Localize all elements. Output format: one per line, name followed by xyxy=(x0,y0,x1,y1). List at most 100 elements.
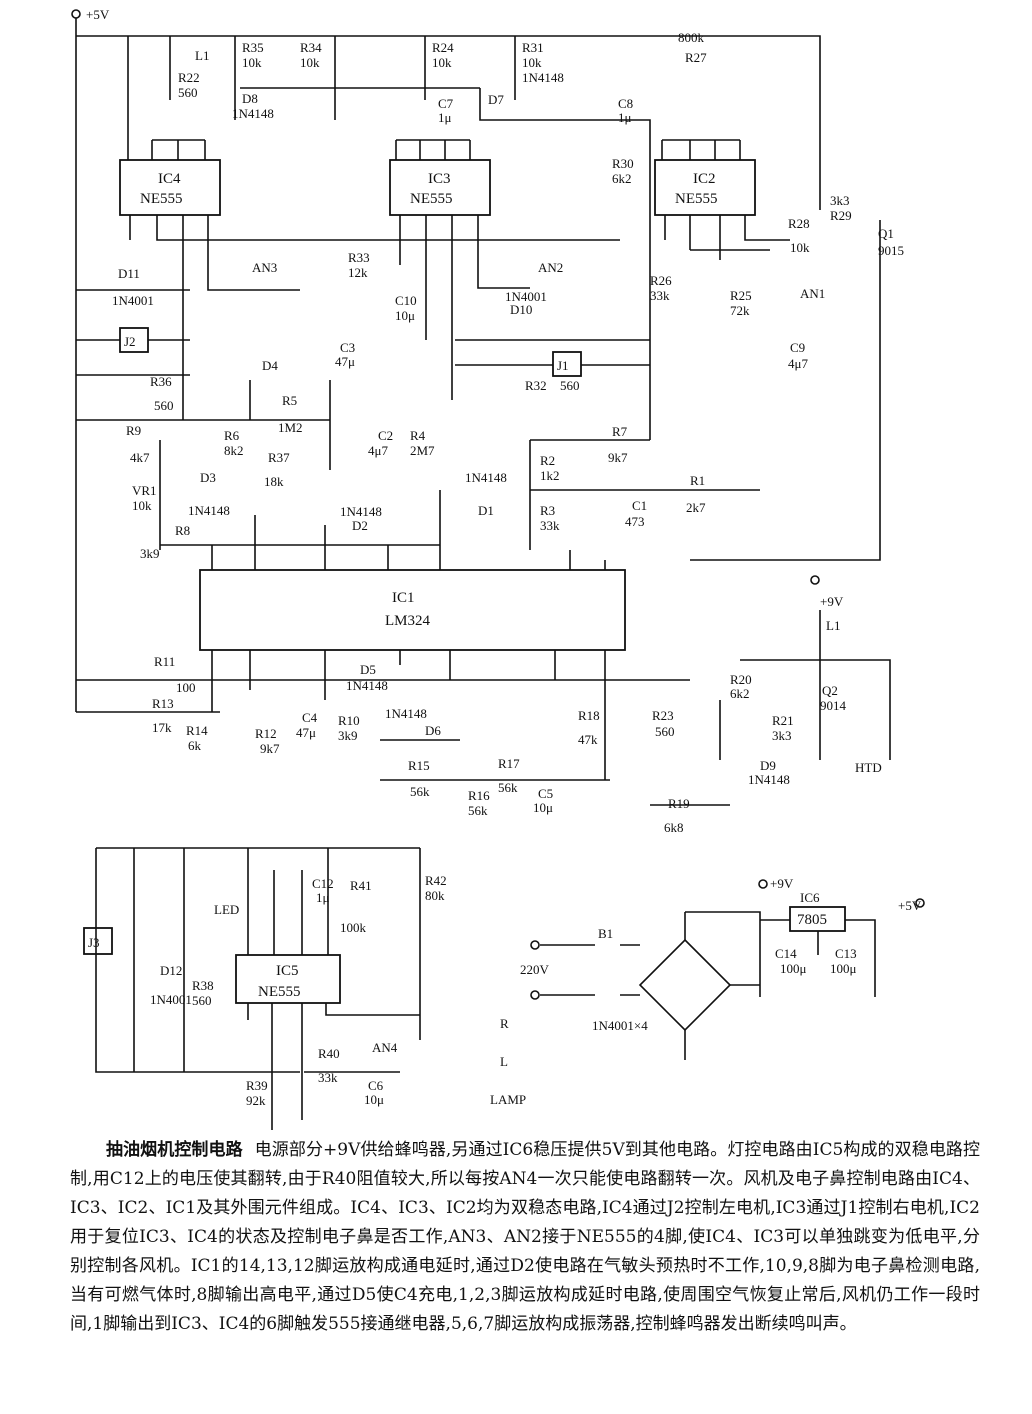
label-r6: R6 xyxy=(224,428,240,443)
value-c1: 473 xyxy=(625,514,645,529)
value-r36: 560 xyxy=(154,398,174,413)
d1-value: 1N4148 xyxy=(465,470,507,485)
d12-label: D12 xyxy=(160,963,182,978)
b1-label: B1 xyxy=(598,926,613,941)
d3-label: D3 xyxy=(200,470,216,485)
label-r4: R4 xyxy=(410,428,426,443)
label-r16: R16 xyxy=(468,788,490,803)
value-r40: 33k xyxy=(318,1070,338,1085)
label-r14: R14 xyxy=(186,723,208,738)
value-r9: 4k7 xyxy=(130,450,150,465)
d6-label: D6 xyxy=(425,723,441,738)
label-r5: R5 xyxy=(282,393,297,408)
d7-label: D7 xyxy=(488,92,504,107)
label-c7: C7 xyxy=(438,96,454,111)
value-vr1: 10k xyxy=(132,498,152,513)
value-r32: 560 xyxy=(560,378,580,393)
ic5-name: IC5 xyxy=(276,963,299,979)
j2-label: J2 xyxy=(124,334,136,349)
d12-value: 1N4001 xyxy=(150,992,192,1007)
v5-label: +5V xyxy=(86,7,110,22)
value-c2: 4μ7 xyxy=(368,443,388,458)
label-r2: R2 xyxy=(540,453,555,468)
label-c9: C9 xyxy=(790,340,805,355)
power-block: +9V +9V L1 7805 IC6 +5V C14 100μ C13 100… xyxy=(520,575,925,1060)
ic6-label: IC6 xyxy=(800,890,820,905)
label-r34: R34 xyxy=(300,40,322,55)
value-r16: 56k xyxy=(468,803,488,818)
d8-label: D8 xyxy=(242,91,258,106)
ic2-part: NE555 xyxy=(675,191,718,207)
ic4-part: NE555 xyxy=(140,191,183,207)
label-r30: R30 xyxy=(612,156,634,171)
label-r22: R22 xyxy=(178,70,200,85)
supply-rail: +5V xyxy=(71,7,821,712)
value-r12: 9k7 xyxy=(260,741,280,756)
label-r35: R35 xyxy=(242,40,264,55)
label-c1: C1 xyxy=(632,498,647,513)
d7-value: 1N4148 xyxy=(522,70,564,85)
value-r10: 3k9 xyxy=(338,728,358,743)
d8-value: 1N4148 xyxy=(232,106,274,121)
ic1-block: IC1 LM324 xyxy=(199,515,626,780)
led-label: LED xyxy=(214,902,239,917)
value-r31: 10k xyxy=(522,55,542,70)
an1-label: AN1 xyxy=(800,286,825,301)
value-c3: 47μ xyxy=(335,354,355,369)
label-r11: R11 xyxy=(154,654,175,669)
l-label: L xyxy=(500,1054,508,1069)
value-r13: 17k xyxy=(152,720,172,735)
value-r24: 10k xyxy=(432,55,452,70)
value-r26: 33k xyxy=(650,288,670,303)
label-r19: R19 xyxy=(668,796,690,811)
lamp-label: LAMP xyxy=(490,1092,526,1107)
an2-label: AN2 xyxy=(538,260,563,275)
ic3-block: IC3 NE555 xyxy=(389,139,530,400)
q1-value: 9015 xyxy=(878,243,904,258)
value-r5: 1M2 xyxy=(278,420,303,435)
label-r33: R33 xyxy=(348,250,370,265)
ic4-name: IC4 xyxy=(158,171,181,187)
an4-label: AN4 xyxy=(372,1040,398,1055)
label-c6: C6 xyxy=(368,1078,384,1093)
d2-value: 1N4148 xyxy=(340,504,382,519)
q2-value: 9014 xyxy=(820,698,847,713)
ic3-part: NE555 xyxy=(410,191,453,207)
d10-label: D10 xyxy=(510,302,532,317)
d9-value: 1N4148 xyxy=(748,772,790,787)
label-r8: R8 xyxy=(175,523,190,538)
label-r40: R40 xyxy=(318,1046,340,1061)
value-c6: 10μ xyxy=(364,1092,384,1107)
figure-caption: 抽油烟机控制电路电源部分+9V供给蜂鸣器,另通过IC6稳压提供5V到其他电路。灯… xyxy=(70,1136,980,1339)
label-r39: R39 xyxy=(246,1078,268,1093)
value-r17: 56k xyxy=(498,780,518,795)
label-r27: R27 xyxy=(685,50,707,65)
value-r34: 10k xyxy=(300,55,320,70)
label-r38: R38 xyxy=(192,978,214,993)
value-r18: 47k xyxy=(578,732,598,747)
label-r17: R17 xyxy=(498,756,520,771)
q1-label: Q1 xyxy=(878,226,894,241)
label-r23: R23 xyxy=(652,708,674,723)
value-r2: 1k2 xyxy=(540,468,560,483)
label-r31: R31 xyxy=(522,40,544,55)
value-r37: 18k xyxy=(264,474,284,489)
j3-label: J3 xyxy=(88,935,100,950)
value-r27: 800k xyxy=(678,30,705,45)
j1-label: J1 xyxy=(557,358,569,373)
label-vr1: VR1 xyxy=(132,483,157,498)
c13-value: 100μ xyxy=(830,961,857,976)
label-r25: R25 xyxy=(730,288,752,303)
label-r3: R3 xyxy=(540,503,555,518)
value-r19: 6k8 xyxy=(664,820,684,835)
label-r1: R1 xyxy=(690,473,705,488)
circuit-diagram: +5V IC4 NE555 IC3 NE555 IC2 NE555 IC1 LM… xyxy=(71,7,925,1130)
value-r4: 2M7 xyxy=(410,443,435,458)
label-c12: C12 xyxy=(312,876,334,891)
value-r30: 6k2 xyxy=(612,171,632,186)
label-r15: R15 xyxy=(408,758,430,773)
d4-label: D4 xyxy=(262,358,278,373)
label-r24: R24 xyxy=(432,40,454,55)
value-r29: 3k3 xyxy=(830,193,850,208)
value-c5: 10μ xyxy=(533,800,553,815)
